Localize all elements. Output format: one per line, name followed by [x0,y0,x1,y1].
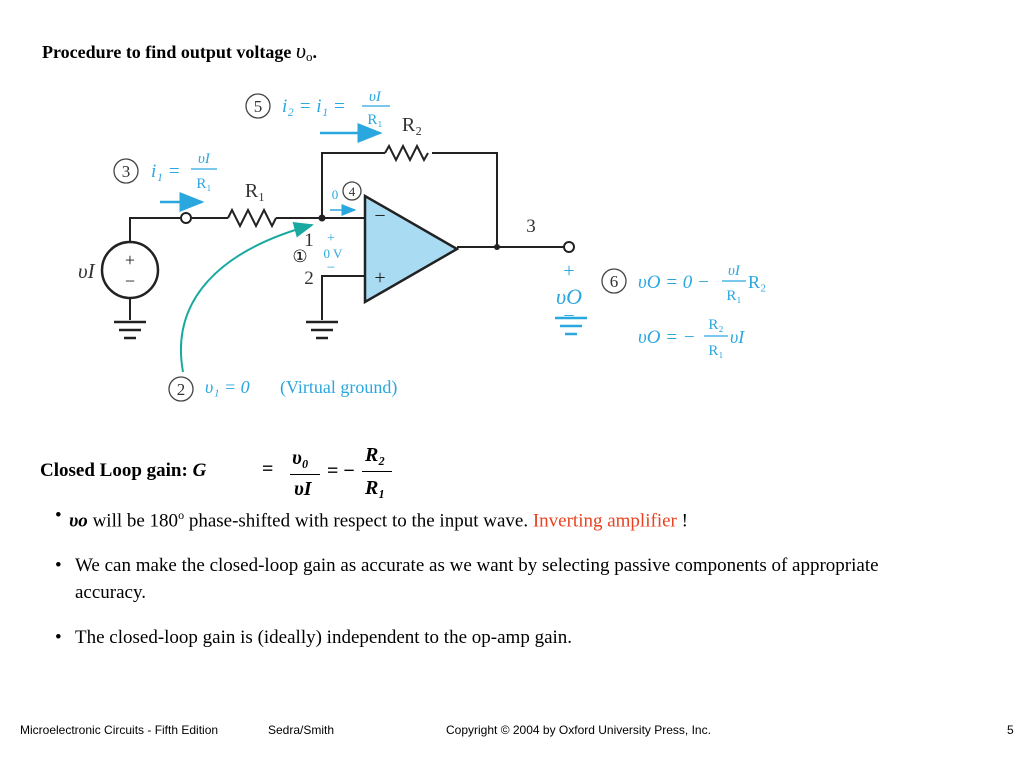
inverting-node [318,214,326,222]
op-amp [363,193,460,305]
pin-3-label: 3 [526,216,536,237]
opamp-minus: − [374,205,385,227]
ground-symbols [114,320,338,340]
r1-label: R₁ [245,180,265,202]
step-3-frac-num: υI [198,151,211,167]
input-terminal [180,212,192,224]
opamp-plus: + [374,267,385,289]
closed-loop-gain-label: Closed Loop gain: G [40,460,207,481]
step-5-frac-den: R₁ [367,112,382,128]
step-2-number: 2 [177,380,186,399]
step-6-eq1: υO = 0 − [638,272,710,293]
page-title: Procedure to find output voltage υo. [42,38,317,64]
small-plus: + [327,231,335,246]
step-5-number: 5 [254,97,263,116]
gain-fraction-bar [290,474,320,475]
step-6-circle [601,268,627,294]
footer-authors: Sedra/Smith [268,723,335,737]
gain-equals: = [262,458,274,480]
step-6-eq2: υO = − [638,327,696,348]
output-minus: − [563,305,574,327]
source-plus: + [125,250,135,270]
gain-numerator: υ₀ [292,447,309,469]
gain-denominator: υI [294,478,312,500]
step-3-circle [113,158,139,184]
gain-r1: R₁ [365,477,386,499]
output-node [494,244,500,250]
gain-r-fraction-bar [362,471,392,472]
step-6-frac1-den: R₁ [726,288,741,304]
gain-equals-minus: = − [327,460,355,482]
small-minus: − [327,260,335,276]
step-6-frac2-num: R₂ [708,317,723,333]
virtual-ground-pointer [180,222,314,373]
step-6-number: 6 [610,272,619,291]
output-terminal [563,241,575,253]
footer-copyright: Copyright © 2004 by Oxford University Pr… [446,723,711,737]
step-6-eq1-tail: R₂ [748,272,766,292]
step-3-number: 3 [122,162,131,181]
zero-volt-label: 0 V [324,246,344,261]
step-3-frac-den: R₁ [196,176,211,192]
output-ground-symbol [555,316,587,336]
step-4-circle [342,181,362,201]
step-6-frac2-den: R₁ [708,343,723,359]
step-2-circle [168,376,194,402]
step-5-frac-num: υI [369,89,382,105]
pin-1-label: 1 [304,230,314,251]
step-3-equation: i₁ = [151,161,180,182]
step-2-equation: υ₁ = 0 [205,377,250,397]
step-5-circle [245,93,271,119]
r2-label: R₂ [402,114,422,136]
virtual-ground-note: (Virtual ground) [280,377,397,398]
inverting-amplifier-diagram: 5 i₂ = i₁ = υI R₁ 3 i₁ = υI R₁ R₁ R₂ υI … [78,89,766,402]
inverting-amplifier-highlight: Inverting amplifier [532,510,677,532]
output-plus: + [563,260,574,282]
vo-label: υO [556,284,582,309]
vi-label: υI [78,259,96,283]
pin-2-label: 2 [304,268,314,289]
circuit-wires [129,143,564,320]
source-minus: − [125,271,135,291]
step-6-frac1-num: υI [728,263,741,279]
node-4-number: 4 [349,184,356,199]
footer-page-number: 5 [1007,723,1014,737]
step-5-equation: i₂ = i₁ = [282,96,346,117]
zero-current-label: 0 [332,187,339,202]
voltage-source [100,240,160,300]
gain-r2: R₂ [365,444,386,466]
node-1-marker: ① [292,247,307,266]
step-6-eq2-tail: υI [730,327,745,347]
footer-book-title: Microelectronic Circuits - Fifth Edition [20,723,219,737]
